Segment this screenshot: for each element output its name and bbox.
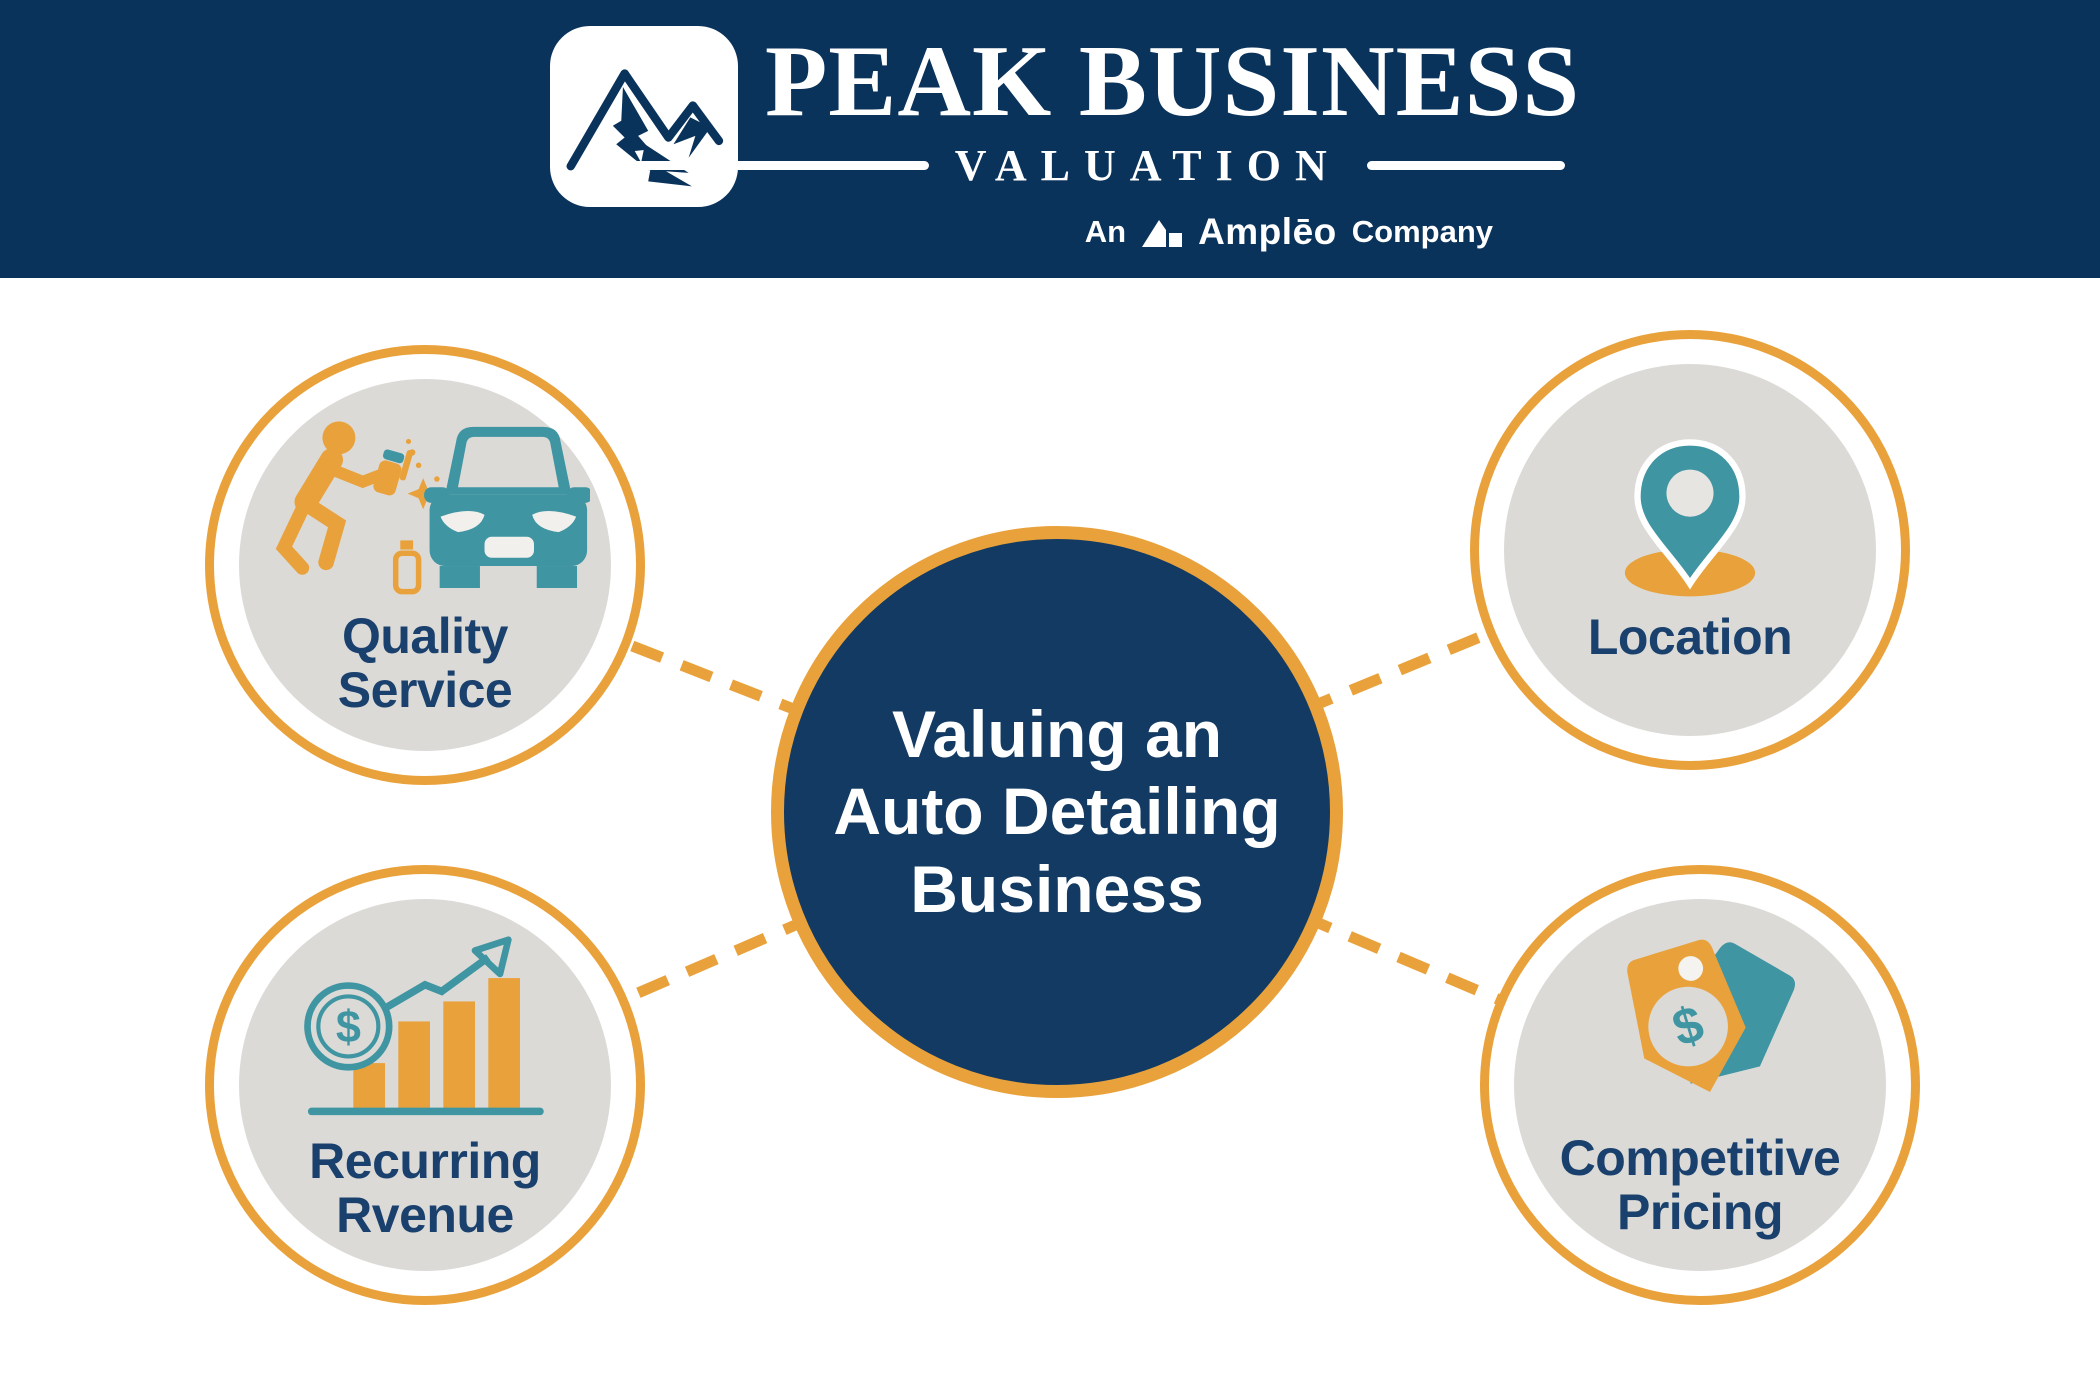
competitive-pricing-label: Competitive Pricing bbox=[1560, 1131, 1841, 1239]
brand-title: PEAK BUSINESS bbox=[765, 25, 1581, 138]
quality-service-label-line1: Quality bbox=[342, 607, 508, 664]
brand-text-block: PEAK BUSINESS VALUATION An Amplēo Compan… bbox=[579, 25, 1581, 253]
node-recurring-revenue: $ Recurring Rvenue bbox=[205, 865, 645, 1305]
ampleo-tagline: An Amplēo Company bbox=[765, 211, 1565, 253]
quality-service-label: Quality Service bbox=[337, 607, 513, 718]
recurring-revenue-label-line1: Recurring bbox=[309, 1133, 541, 1189]
car-detailing-icon bbox=[275, 420, 590, 594]
center-title-line2: Auto Detailing bbox=[833, 774, 1281, 849]
recurring-revenue-circle: $ Recurring Rvenue bbox=[239, 899, 611, 1271]
tagline-suffix: Company bbox=[1351, 214, 1493, 250]
center-title-line3: Business bbox=[910, 851, 1204, 926]
map-pin-icon bbox=[1624, 438, 1756, 596]
ampleo-logo-icon bbox=[1142, 220, 1183, 248]
subtitle-rule-left bbox=[579, 161, 929, 171]
quality-service-circle: Quality Service bbox=[239, 379, 611, 751]
node-location: Location bbox=[1470, 330, 1910, 770]
coin-dollar-glyph: $ bbox=[336, 1001, 361, 1052]
recurring-revenue-label-line2: Rvenue bbox=[336, 1187, 514, 1243]
location-circle: Location bbox=[1504, 364, 1876, 736]
price-tags-icon: $ bbox=[1626, 939, 1795, 1092]
node-competitive-pricing: $ Competitive Pricing bbox=[1480, 865, 1920, 1305]
brand-subtitle: VALUATION bbox=[954, 141, 1341, 191]
center-topic-circle: Valuing an Auto Detailing Business bbox=[771, 526, 1343, 1098]
competitive-pricing-label-line1: Competitive bbox=[1559, 1130, 1841, 1186]
recurring-revenue-label: Recurring Rvenue bbox=[309, 1134, 541, 1242]
center-title-line1: Valuing an bbox=[891, 697, 1223, 772]
location-label: Location bbox=[1587, 608, 1793, 665]
peak-logo-box bbox=[550, 26, 738, 207]
tagline-prefix: An bbox=[1084, 214, 1127, 250]
tagline-brand: Amplēo bbox=[1198, 211, 1337, 253]
revenue-growth-chart-icon: $ bbox=[304, 936, 544, 1116]
subtitle-rule-right bbox=[1366, 161, 1565, 171]
competitive-pricing-circle: $ Competitive Pricing bbox=[1514, 899, 1886, 1271]
location-label-line1: Location bbox=[1587, 608, 1793, 665]
node-quality-service: Quality Service bbox=[205, 345, 645, 785]
brand-subtitle-row: VALUATION bbox=[579, 140, 1565, 191]
competitive-pricing-label-line2: Pricing bbox=[1617, 1184, 1783, 1240]
quality-service-label-line2: Service bbox=[337, 661, 513, 718]
header-banner: PEAK BUSINESS VALUATION An Amplēo Compan… bbox=[0, 0, 2100, 278]
